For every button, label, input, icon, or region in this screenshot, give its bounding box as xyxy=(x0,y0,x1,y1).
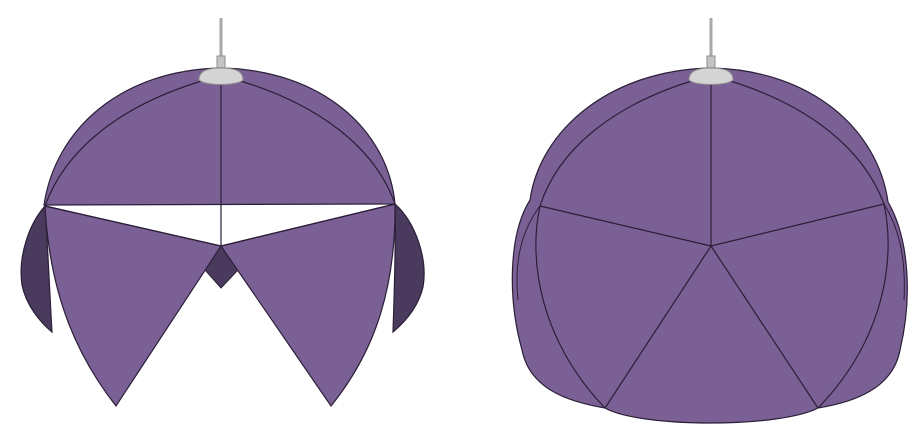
lamp-closed xyxy=(512,18,907,423)
lamp-open xyxy=(21,18,424,406)
lamp-closed-canopy xyxy=(689,68,733,85)
lamp-open-canopy xyxy=(199,68,243,85)
lamp-open-left-petal xyxy=(45,206,221,406)
lamp-open-right-inner-flap xyxy=(393,204,424,332)
lamp-open-right-petal xyxy=(221,204,395,406)
lamp-open-cable-sleeve xyxy=(217,56,225,68)
lamp-closed-cable-sleeve xyxy=(707,56,715,68)
lamp-open-dome xyxy=(44,68,395,205)
